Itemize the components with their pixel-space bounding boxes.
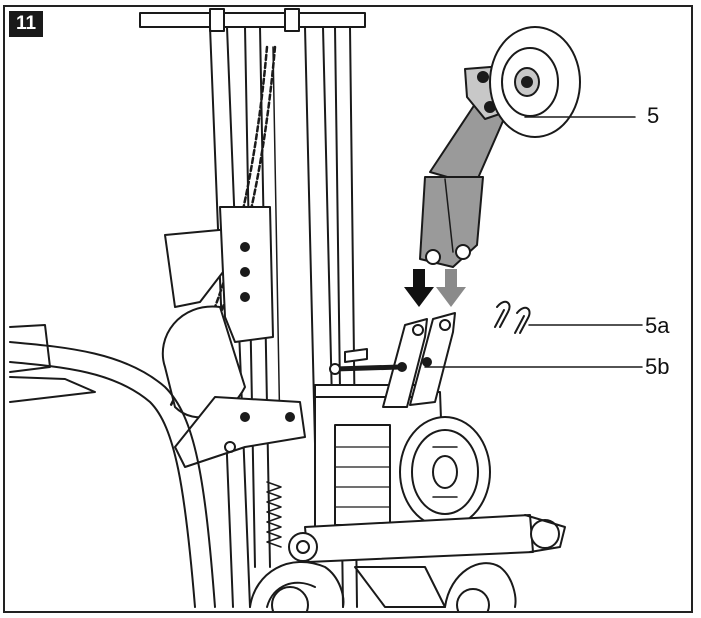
- callout-label-5a: 5a: [645, 313, 670, 338]
- assembly-illustration: [9, 8, 643, 611]
- split-pins: [494, 300, 531, 334]
- top-crossbar: [139, 8, 366, 32]
- handle-frame: [9, 324, 216, 608]
- callout-label-5b: 5b: [645, 354, 670, 379]
- figure-frame: 11 5 5a 5b: [3, 5, 693, 613]
- spring: [266, 481, 282, 548]
- spool-wheel: [399, 416, 491, 528]
- arrow-grey: [436, 269, 466, 307]
- mounting-plates: [329, 312, 456, 408]
- leader-lines: [424, 116, 643, 368]
- wheels: [249, 561, 517, 611]
- arrow-dark: [404, 269, 434, 307]
- step-number-badge: 11: [9, 11, 43, 37]
- roller-disc: [489, 26, 581, 138]
- left-side-blocks: [161, 206, 306, 468]
- callout-label-5: 5: [647, 103, 660, 128]
- insert-arrows: [404, 269, 466, 307]
- axle-bar: [288, 514, 566, 563]
